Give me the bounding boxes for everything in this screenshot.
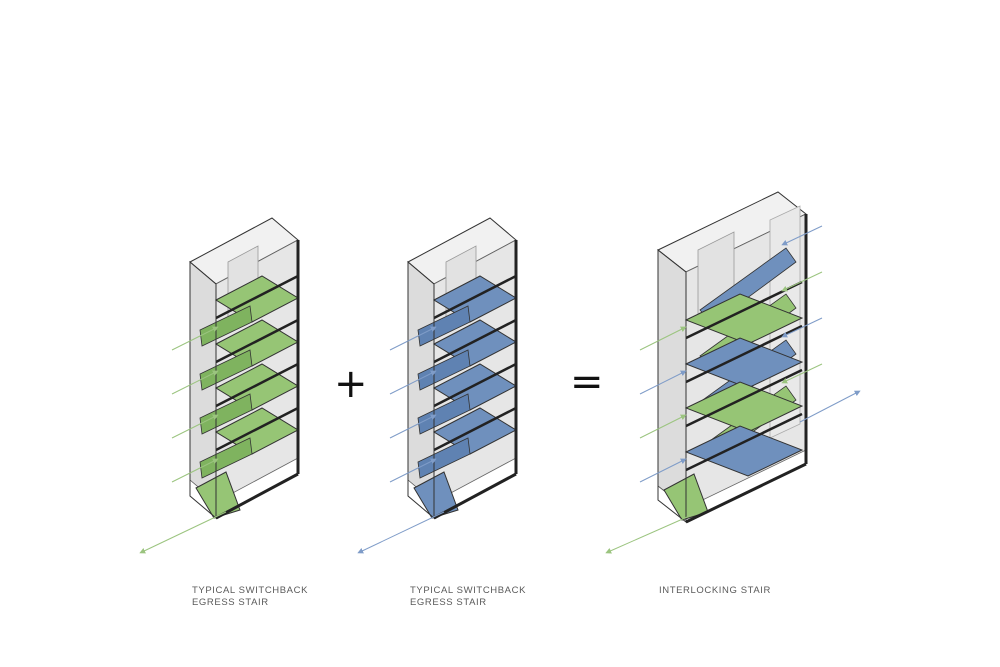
stair-flight: [417, 305, 471, 347]
slab-edge: [685, 280, 803, 472]
stair-flight: [199, 305, 253, 347]
landing-blue: [684, 425, 804, 477]
slab-edge: [215, 274, 299, 452]
caption-line: EGRESS STAIR: [410, 597, 487, 608]
entry-arrow: [389, 370, 437, 395]
entry-arrow: [171, 414, 219, 439]
landing-blue: [684, 337, 804, 389]
interlocking-stair: [605, 191, 861, 554]
entry-arrow: [171, 458, 219, 483]
stair-flight: [417, 437, 471, 479]
caption-switchback-blue: TYPICAL SWITCHBACK EGRESS STAIR: [410, 585, 526, 609]
equals-sign: =: [570, 359, 604, 405]
entry-arrow-blue: [781, 225, 823, 246]
caption-line: EGRESS STAIR: [192, 597, 269, 608]
exit-arrow: [357, 511, 445, 554]
plus-sign: +: [334, 361, 368, 407]
stair-flight: [199, 437, 253, 479]
entry-arrow-blue: [639, 458, 687, 483]
entry-arrow-blue: [781, 317, 823, 338]
shaft-base: [433, 472, 517, 520]
caption-interlocking: INTERLOCKING STAIR: [659, 585, 771, 597]
stair-flight: [417, 393, 471, 435]
exit-arrow-blue: [799, 390, 861, 423]
exit-arrow-green: [605, 513, 695, 554]
slab-edge: [433, 274, 517, 452]
caption-line: TYPICAL SWITCHBACK: [192, 585, 309, 596]
exit-arrow: [139, 511, 227, 554]
stair-flight: [199, 349, 253, 391]
entry-arrow: [171, 370, 219, 395]
landing-green: [684, 381, 804, 433]
entry-arrow: [171, 326, 219, 351]
entry-arrow-green: [781, 363, 823, 384]
landing-green: [684, 293, 804, 345]
switchback-stair-blue: [357, 217, 518, 554]
entry-arrow: [389, 414, 437, 439]
stair-flight: [199, 393, 253, 435]
caption-line: INTERLOCKING STAIR: [659, 585, 771, 596]
shaft-base: [215, 472, 299, 520]
entry-arrow: [389, 326, 437, 351]
caption-switchback-green: TYPICAL SWITCHBACK EGRESS STAIR: [192, 585, 308, 609]
entry-arrow-blue: [639, 370, 687, 395]
entry-arrow: [389, 458, 437, 483]
switchback-stair-green: [139, 217, 300, 554]
caption-line: TYPICAL SWITCHBACK: [410, 585, 527, 596]
shaft-base: [685, 462, 807, 524]
entry-arrow-green: [781, 271, 823, 292]
entry-arrow-green: [639, 414, 687, 439]
stair-flight: [417, 349, 471, 391]
shaft-left-wall: [657, 249, 687, 509]
entry-arrow-green: [639, 326, 687, 351]
